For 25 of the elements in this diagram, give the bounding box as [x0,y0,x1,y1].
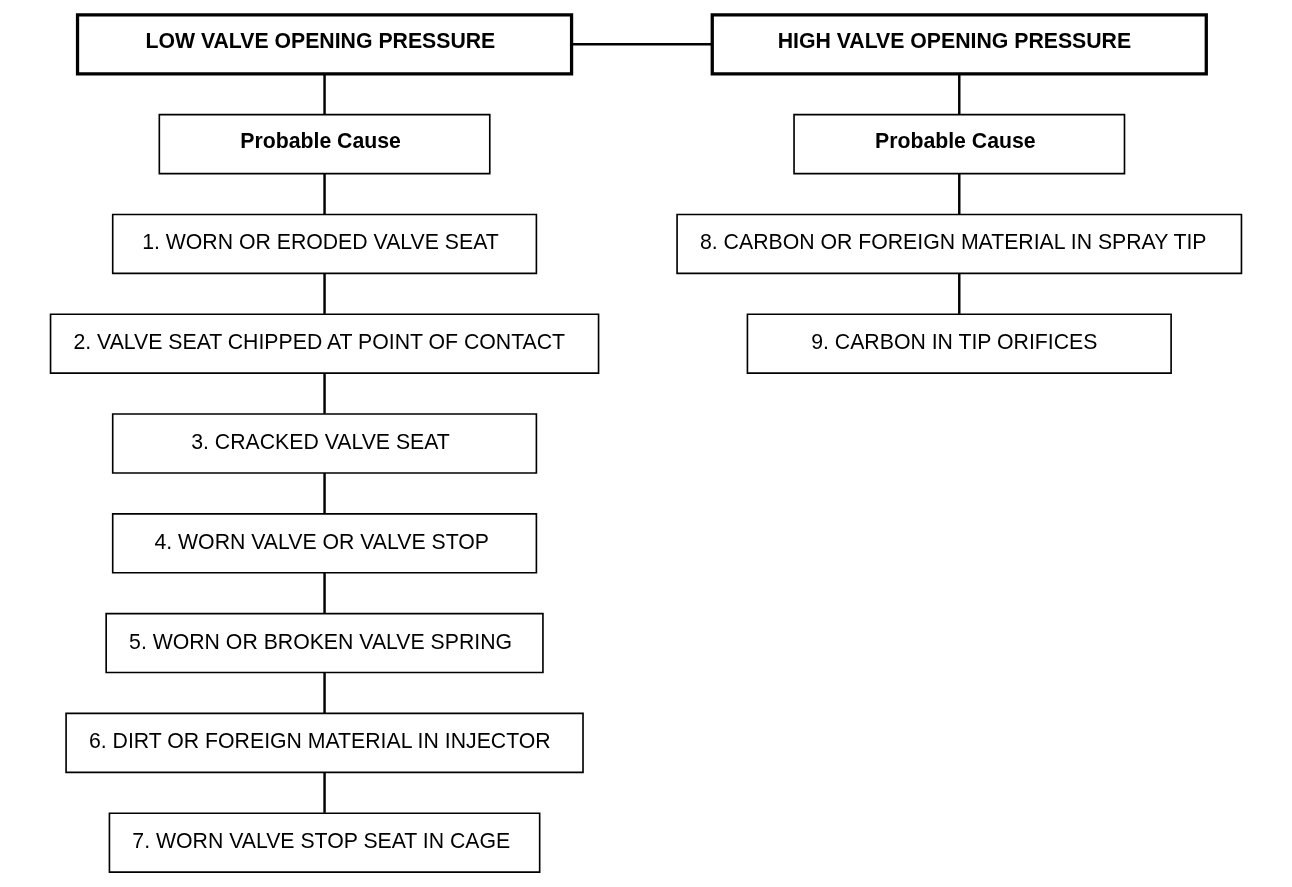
node-box: LOW VALVE OPENING PRESSURE [75,13,574,76]
connector [571,43,712,46]
node-box: 5. WORN OR BROKEN VALVE SPRING [105,612,544,674]
connector [323,572,326,614]
node-box: HIGH VALVE OPENING PRESSURE [710,13,1208,76]
node-box: 2. VALVE SEAT CHIPPED AT POINT OF CONTACT [49,313,600,374]
connector [323,772,326,813]
node-box: 4. WORN VALVE OR VALVE STOP [111,513,538,574]
node-box: 8. CARBON OR FOREIGN MATERIAL IN SPRAY TIP [676,213,1243,275]
node-box: 1. WORN OR ERODED VALVE SEAT [111,213,538,275]
node-box: 9. CARBON IN TIP ORIFICES [746,313,1172,374]
connector [323,473,326,514]
node-box: 3. CRACKED VALVE SEAT [111,413,538,474]
connector [958,273,961,314]
node-box: Probable Cause [158,113,491,175]
node-box: Probable Cause [793,113,1126,175]
connector [323,173,326,215]
node-box: 6. DIRT OR FOREIGN MATERIAL IN INJECTOR [65,712,584,774]
connector [323,672,326,714]
connector [323,273,326,314]
connector [323,73,326,115]
connector [323,373,326,414]
node-box: 7. WORN VALVE STOP SEAT IN CAGE [108,812,541,873]
connector [958,73,961,115]
connector [958,173,961,215]
